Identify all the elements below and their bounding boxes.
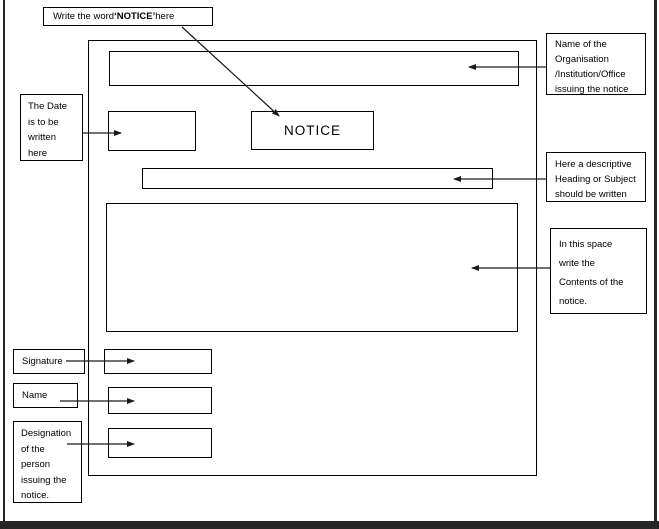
callout-organisation-line: Organisation (555, 54, 609, 65)
callout-designation-line: notice. (21, 490, 49, 501)
callout-signature-label: Signature (22, 355, 63, 367)
designation-field (108, 428, 212, 458)
callout-designation-line: person (21, 459, 51, 470)
page-border-right (654, 0, 657, 521)
callout-contents-line: notice. (559, 296, 587, 307)
callout-organisation: Name of the Organisation /Institution/Of… (546, 33, 646, 95)
callout-contents: In this space write the Contents of the … (550, 228, 647, 314)
callout-organisation-line: Name of the (555, 39, 607, 50)
date-field (108, 111, 196, 151)
page-border-bottom (0, 521, 659, 529)
notice-contents-field (106, 203, 518, 332)
page-border-left (3, 0, 5, 521)
notice-title-field: NOTICE (251, 111, 374, 150)
callout-write-notice: Write the word ‘NOTICE’ here (43, 7, 213, 26)
callout-designation-line: of the (21, 443, 45, 455)
callout-designation-line: Designation (21, 428, 72, 439)
heading-subject-field (142, 168, 493, 189)
notice-word: NOTICE (283, 123, 341, 138)
callout-designation: Designation of the person issuing the no… (13, 421, 82, 503)
callout-date-line: written (28, 132, 56, 143)
callout-heading-line: Here a descriptive (555, 159, 632, 170)
callout-date-line: here (28, 147, 48, 159)
callout-write-notice-prefix: Write the word (53, 10, 115, 22)
signature-field (104, 349, 212, 374)
name-field (108, 387, 212, 414)
callout-heading-line: Heading or Subject (555, 174, 636, 185)
callout-name-label: Name (22, 389, 48, 401)
callout-contents-line: Contents of the (559, 277, 624, 288)
callout-date-line: is to be (28, 116, 59, 128)
callout-heading-line: should be written (555, 189, 627, 200)
callout-organisation-line: /Institution/Office (555, 69, 626, 80)
callout-date: The Date is to be written here (20, 94, 83, 161)
callout-organisation-line: issuing the notice (555, 84, 629, 95)
callout-write-notice-word: ‘NOTICE’ (114, 10, 156, 22)
callout-contents-line: write the (559, 258, 595, 269)
callout-name: Name (13, 383, 78, 408)
organisation-name-field (109, 51, 519, 86)
callout-contents-line: In this space (559, 239, 613, 250)
notice-template-outline (88, 40, 537, 476)
callout-heading: Here a descriptive Heading or Subject sh… (546, 152, 646, 202)
callout-date-line: The Date (28, 101, 68, 112)
callout-write-notice-suffix: here (155, 10, 175, 22)
callout-designation-line: issuing the (21, 474, 67, 486)
callout-signature: Signature (13, 349, 85, 374)
